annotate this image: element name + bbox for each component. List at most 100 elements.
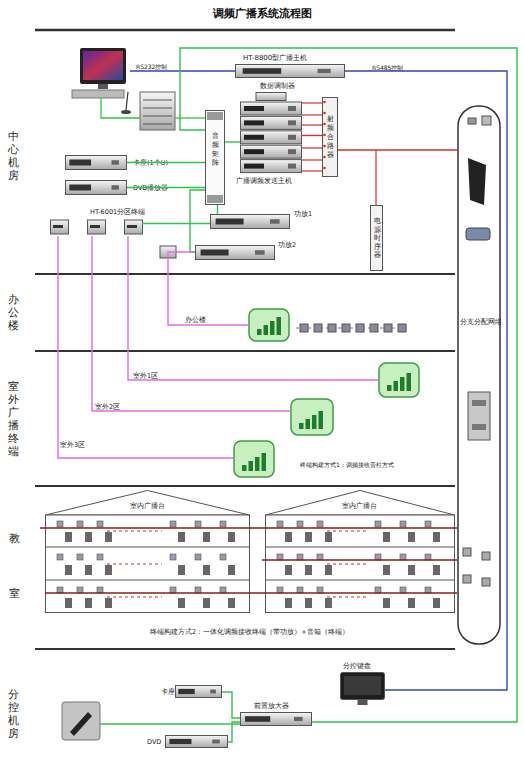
rack-slot xyxy=(143,100,172,101)
shape-part xyxy=(203,598,210,608)
shape-part xyxy=(270,321,275,335)
shape-part xyxy=(266,491,455,516)
shape-part xyxy=(85,532,92,542)
shape-part xyxy=(323,134,326,137)
shape-part xyxy=(312,415,317,429)
shape-part xyxy=(228,598,235,608)
shape-part xyxy=(69,185,91,191)
shape-part xyxy=(77,587,83,593)
node-label: DVD播放器 xyxy=(133,184,168,192)
shape-part xyxy=(262,453,267,471)
shape-part xyxy=(285,565,292,575)
note-label: RS232控制 xyxy=(136,63,167,72)
shape-part xyxy=(220,554,226,560)
shape-part xyxy=(294,717,303,721)
shape-part xyxy=(241,102,302,115)
shape-part xyxy=(105,532,112,542)
rf-wire xyxy=(302,159,322,160)
shape-part xyxy=(241,131,302,144)
shape-part xyxy=(57,587,63,593)
shape-part xyxy=(112,160,119,165)
shape-part xyxy=(433,532,440,542)
rf-combiner: 射频合路器 xyxy=(322,97,338,177)
power-wire xyxy=(375,150,376,205)
shape-part xyxy=(170,587,176,593)
connector-line xyxy=(338,149,457,150)
shape-part xyxy=(107,531,162,532)
shape-part xyxy=(195,554,201,560)
tap-icon xyxy=(463,548,471,556)
shape-part xyxy=(319,411,324,429)
shape-part xyxy=(244,164,264,169)
shape-part xyxy=(285,598,292,608)
keyboard xyxy=(72,90,124,98)
microphone-base xyxy=(121,110,131,114)
shape-part xyxy=(379,363,419,397)
power-sequencer: 电源时序器 xyxy=(370,205,383,271)
shape-part xyxy=(53,225,63,228)
modulator-stack: 数据调制器广播调频发送主机 xyxy=(240,92,302,174)
shape-part xyxy=(125,220,143,234)
shape-part xyxy=(176,686,222,698)
shape-part xyxy=(323,98,338,177)
audio-matrix: 音频矩阵 xyxy=(205,110,225,205)
audio-wire xyxy=(100,723,240,724)
shape-part xyxy=(400,521,406,527)
section-label: 分控机房 xyxy=(7,688,20,740)
node-outline xyxy=(378,362,420,398)
speaker-icon: 办公楼 xyxy=(248,308,290,342)
shape-part xyxy=(236,65,345,78)
control-wire xyxy=(130,70,235,71)
shape-part xyxy=(264,325,269,335)
shape-part xyxy=(211,215,290,229)
shape-part xyxy=(69,160,91,166)
zone-terminals: HT-6001分区终端 xyxy=(50,218,142,236)
small-speaker xyxy=(300,324,308,332)
section-label: 室 xyxy=(8,587,21,600)
shape-part xyxy=(375,554,381,560)
connector-line xyxy=(225,141,240,142)
shape-part xyxy=(407,373,412,391)
shape-part xyxy=(170,521,176,527)
section-label: 办公楼 xyxy=(7,293,20,332)
connector-line xyxy=(92,236,290,411)
section-band: 分控机房卡座前置放大器DVD分控键盘 xyxy=(35,650,455,762)
shape-part xyxy=(242,465,247,471)
shape-part xyxy=(112,185,119,190)
connector-line xyxy=(190,190,205,252)
monitor-stand xyxy=(98,84,108,89)
shape-part xyxy=(241,116,302,129)
node-label: DVD xyxy=(147,738,161,746)
device-box: 卡座(1个U) xyxy=(65,155,127,170)
shape-part xyxy=(323,167,326,170)
shape-part xyxy=(107,564,162,565)
shape-part xyxy=(203,532,210,542)
building-outline: 室内广播台 xyxy=(265,490,455,613)
connector-line xyxy=(58,236,233,458)
node-label: 分控键盘 xyxy=(343,662,371,670)
shape-part xyxy=(97,587,103,593)
shape-part xyxy=(46,491,250,516)
shape-part xyxy=(306,419,311,429)
node-label: 办公楼 xyxy=(185,316,206,324)
shape-part xyxy=(408,565,415,575)
section-label: 教 xyxy=(8,532,21,545)
node-label: 室外3区 xyxy=(60,441,85,449)
shape-part xyxy=(277,587,283,593)
shape-part xyxy=(256,93,286,101)
shape-part xyxy=(270,219,280,224)
node-label: 室外1区 xyxy=(133,372,158,380)
shape-part xyxy=(169,739,191,744)
note-label: 终端构建方式2：一体化调频接收终端（带功放）+音箱（终端） xyxy=(150,628,349,637)
computer-monitor xyxy=(80,48,126,84)
shape-part xyxy=(206,111,225,205)
control-keyboard: 分控键盘 xyxy=(340,672,385,706)
shape-part xyxy=(266,515,455,613)
shape-part xyxy=(327,531,367,532)
rack-slot xyxy=(143,116,172,117)
splitter-icon xyxy=(468,158,486,205)
speaker-icon: 室外3区 xyxy=(233,440,275,478)
shape-part xyxy=(433,598,440,608)
shape-part xyxy=(203,565,210,575)
